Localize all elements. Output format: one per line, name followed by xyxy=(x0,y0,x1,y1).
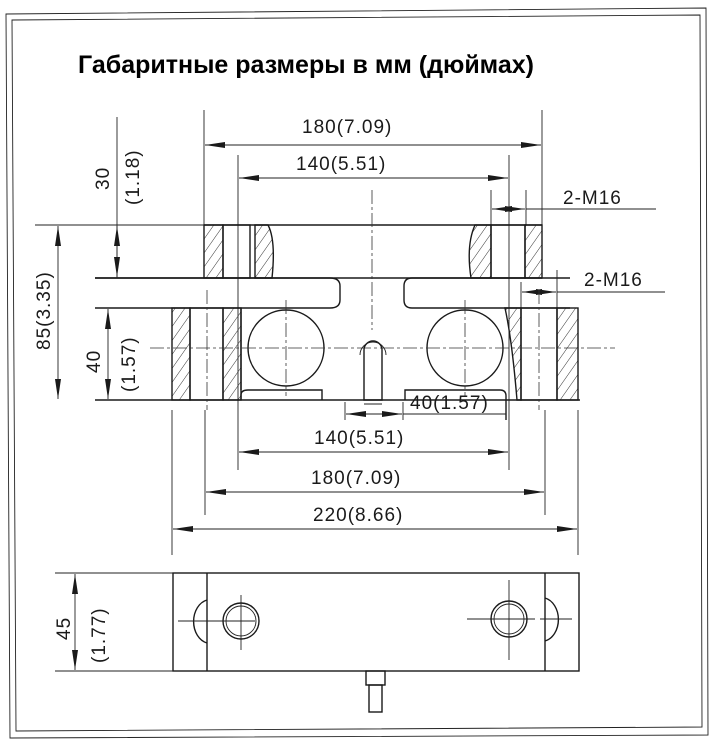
drawing-title: Габаритные размеры в мм (дюймах) xyxy=(78,51,534,79)
dim-base-height-mm: 40 xyxy=(84,350,105,373)
dim-plate-height-in: (1.18) xyxy=(123,149,144,205)
dim-thread-mid: 2-M16 xyxy=(584,270,643,291)
front-view: 180(7.09) 140(5.51) 2-M16 2-M16 xyxy=(34,110,665,555)
dim-pin-offset: 40(1.57) xyxy=(410,393,489,414)
dim-top-outer-width: 180(7.09) xyxy=(302,117,392,138)
dim-base-height-in: (1.57) xyxy=(119,336,140,392)
dim-thread-top: 2-M16 xyxy=(563,188,622,209)
dim-top-hole-spacing: 140(5.51) xyxy=(296,154,386,175)
dim-side-height-mm: 45 xyxy=(54,617,75,640)
dim-side-height-in: (1.77) xyxy=(89,607,110,663)
dim-plate-height-mm: 30 xyxy=(93,167,114,190)
dim-bottom-mid-width: 180(7.09) xyxy=(311,468,401,489)
drawing-frame xyxy=(5,7,709,739)
side-view: 45 (1.77) xyxy=(54,572,580,713)
dim-overall-width: 220(8.66) xyxy=(313,505,403,526)
dim-bottom-hole-spacing: 140(5.51) xyxy=(314,428,404,449)
dim-total-height: 85(3.35) xyxy=(34,271,55,350)
